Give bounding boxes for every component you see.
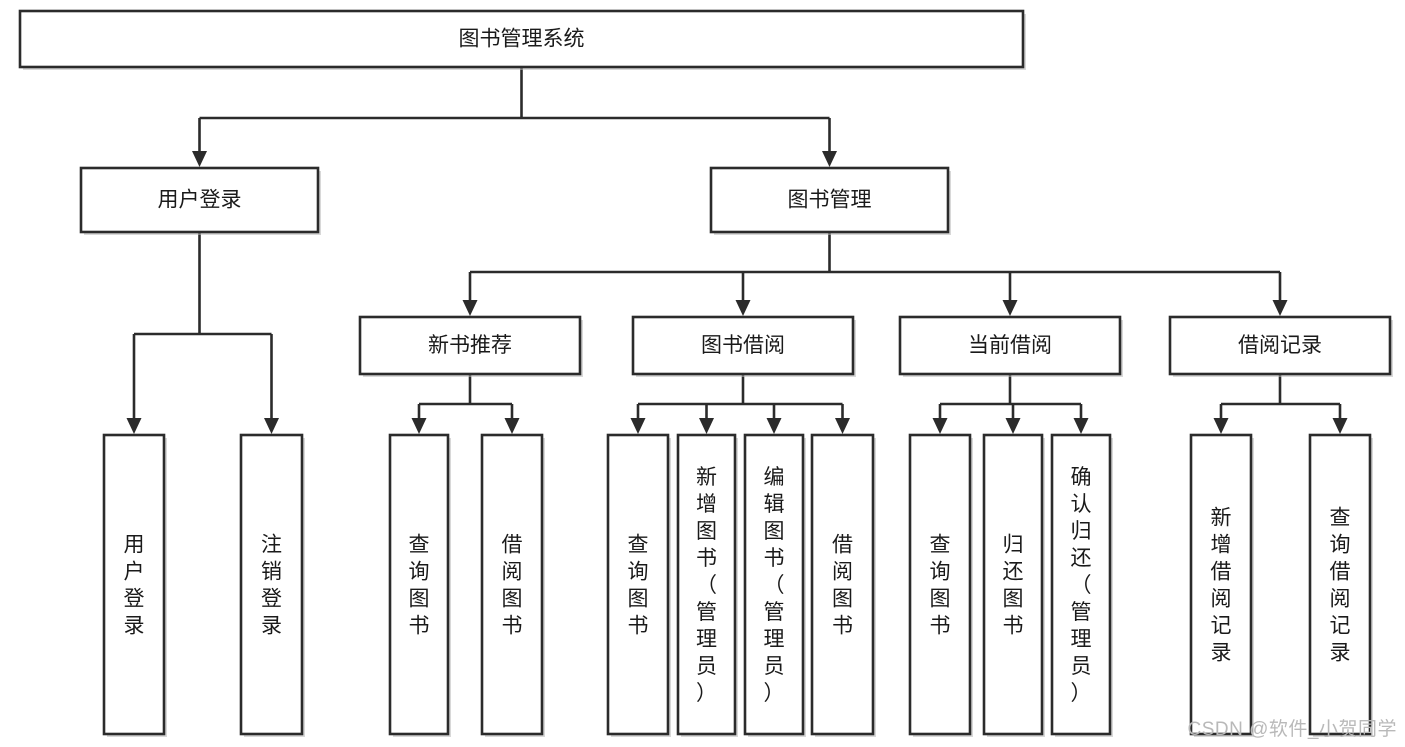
node-book-manage[interactable]: 图书管理 [709, 166, 951, 235]
node-label: 确认归还（管理员） [1071, 466, 1092, 705]
edge-group-book-borrow [630, 374, 850, 434]
arrow-head-icon [822, 151, 837, 167]
node-box[interactable] [388, 433, 450, 736]
arrow-head-icon [766, 418, 782, 434]
node-leaf-rec-query[interactable]: 查询图书 [388, 433, 451, 737]
node-leaf-borrow-lend[interactable]: 借阅图书 [810, 433, 876, 737]
arrow-head-icon [1002, 300, 1018, 316]
node-label: 用户登录 [124, 534, 145, 638]
arrow-head-icon [630, 418, 646, 434]
node-box[interactable] [239, 433, 304, 736]
node-label: 查询图书 [930, 534, 951, 638]
node-user-login[interactable]: 用户登录 [79, 166, 321, 235]
arrow-head-icon [1073, 418, 1089, 434]
node-box[interactable] [1050, 433, 1112, 736]
arrow-head-icon [126, 418, 142, 434]
node-box[interactable] [79, 166, 320, 234]
arrow-head-icon [1213, 418, 1229, 434]
arrow-head-icon [411, 418, 427, 434]
node-book-borrow[interactable]: 图书借阅 [631, 315, 856, 377]
node-label: 查询图书 [628, 534, 649, 638]
arrow-head-icon [1005, 418, 1021, 434]
node-label: 借阅图书 [502, 534, 523, 638]
edge-group-current-borrow [932, 374, 1089, 434]
node-leaf-user-login[interactable]: 用户登录 [102, 433, 167, 737]
edge-group-new-book-rec [411, 374, 520, 434]
node-current-borrow[interactable]: 当前借阅 [898, 315, 1123, 377]
node-box[interactable] [743, 433, 805, 736]
node-leaf-borrow-add[interactable]: 新增图书（管理员） [676, 433, 738, 737]
arrow-head-icon [504, 418, 520, 434]
node-label: 图书管理系统 [459, 28, 585, 51]
node-label: 查询借阅记录 [1330, 507, 1351, 665]
node-layer: 图书管理系统用户登录图书管理新书推荐图书借阅当前借阅借阅记录用户登录注销登录查询… [18, 9, 1393, 737]
node-label: 用户登录 [158, 189, 242, 212]
arrow-head-icon [1332, 418, 1348, 434]
node-box[interactable] [631, 315, 855, 376]
node-new-book-rec[interactable]: 新书推荐 [358, 315, 583, 377]
node-box[interactable] [480, 433, 544, 736]
node-label: 注销登录 [261, 534, 282, 638]
node-leaf-rec-borrow[interactable]: 借阅图书 [480, 433, 545, 737]
node-box[interactable] [102, 433, 166, 736]
node-leaf-user-logout[interactable]: 注销登录 [239, 433, 305, 737]
arrow-head-icon [699, 418, 714, 434]
arrow-head-icon [932, 418, 948, 434]
node-box[interactable] [709, 166, 950, 234]
node-box[interactable] [1189, 433, 1253, 736]
node-root[interactable]: 图书管理系统 [18, 9, 1026, 70]
node-label: 新增图书（管理员） [696, 466, 717, 705]
node-leaf-borrow-query[interactable]: 查询图书 [606, 433, 671, 737]
arrow-head-icon [462, 300, 478, 316]
node-label: 归还图书 [1003, 534, 1024, 638]
node-label: 编辑图书（管理员） [764, 466, 785, 705]
node-borrow-record[interactable]: 借阅记录 [1168, 315, 1393, 377]
node-box[interactable] [676, 433, 737, 736]
node-label: 借阅图书 [832, 534, 853, 638]
node-box[interactable] [1308, 433, 1372, 736]
arrow-head-icon [264, 418, 279, 434]
node-label: 新书推荐 [428, 334, 512, 357]
node-label: 图书管理 [788, 189, 872, 212]
node-leaf-cur-confirm[interactable]: 确认归还（管理员） [1050, 433, 1113, 737]
edge-layer [126, 67, 1348, 434]
node-box[interactable] [982, 433, 1044, 736]
arrow-head-icon [735, 300, 751, 316]
arrow-head-icon [192, 151, 207, 167]
node-label: 新增借阅记录 [1211, 507, 1232, 665]
node-leaf-borrow-edit[interactable]: 编辑图书（管理员） [743, 433, 806, 737]
arrow-head-icon [835, 418, 850, 434]
node-label: 图书借阅 [701, 334, 785, 357]
node-label: 当前借阅 [968, 334, 1052, 357]
node-box[interactable] [810, 433, 875, 736]
node-box[interactable] [606, 433, 670, 736]
node-label: 查询图书 [409, 534, 430, 638]
edge-group-book-manage [462, 232, 1288, 316]
node-box[interactable] [18, 9, 1025, 69]
node-box[interactable] [358, 315, 582, 376]
node-box[interactable] [898, 315, 1122, 376]
node-box[interactable] [1168, 315, 1392, 376]
edge-group-user-login [126, 232, 279, 434]
node-leaf-rec-search[interactable]: 查询借阅记录 [1308, 433, 1373, 737]
edge-group-borrow-record [1213, 374, 1348, 434]
node-leaf-cur-return[interactable]: 归还图书 [982, 433, 1045, 737]
arrow-head-icon [1272, 300, 1288, 316]
node-leaf-cur-query[interactable]: 查询图书 [908, 433, 973, 737]
node-label: 借阅记录 [1238, 334, 1322, 357]
node-box[interactable] [908, 433, 972, 736]
node-leaf-rec-add[interactable]: 新增借阅记录 [1189, 433, 1254, 737]
edge-group-root [192, 67, 837, 167]
